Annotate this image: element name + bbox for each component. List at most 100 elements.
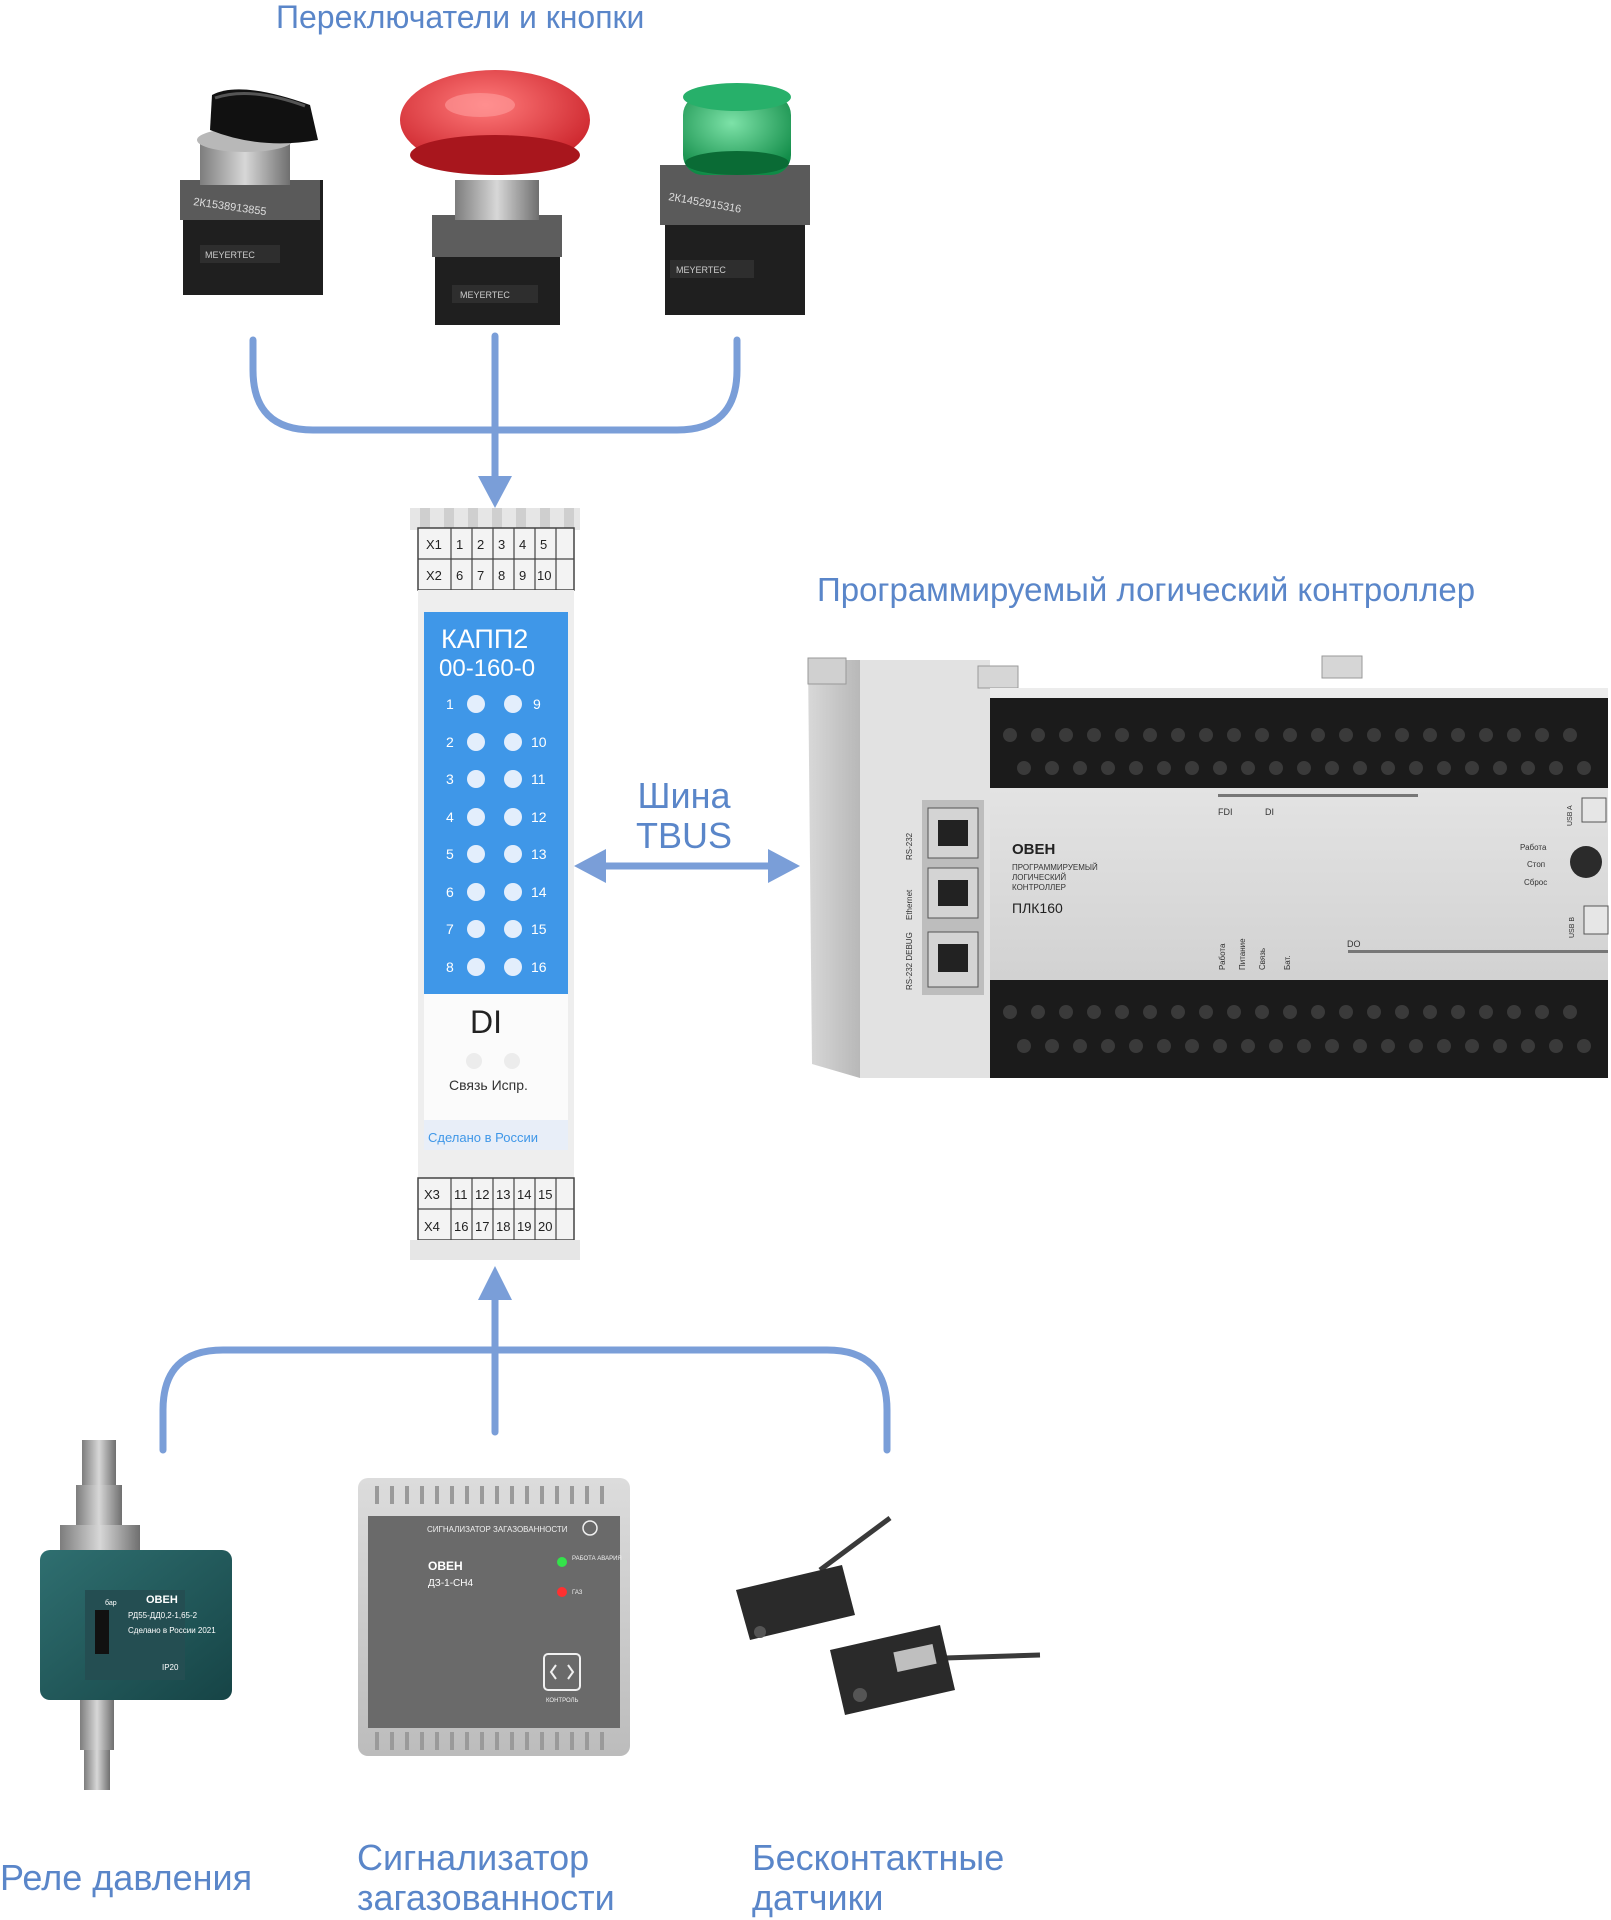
terminal-pin: 17 bbox=[475, 1219, 489, 1234]
led-label: 3 bbox=[446, 771, 454, 787]
selector-switch: 2К1538913855 MEYERTEC bbox=[180, 89, 323, 295]
plc-switch-label: Стоп bbox=[1527, 860, 1545, 869]
gas-button-label: КОНТРОЛЬ bbox=[546, 1698, 579, 1704]
terminal-row-label: X1 bbox=[426, 537, 442, 552]
plc160-controller: FDI DI DO RS-232 Ethernet RS-232 DEBUG О… bbox=[807, 655, 1609, 1078]
relay-model: РД55-ДД0,2-1,65-2 bbox=[128, 1611, 198, 1620]
led-label: 1 bbox=[446, 696, 454, 712]
terminal-pin: 6 bbox=[456, 568, 463, 583]
terminal-pin: 13 bbox=[496, 1187, 510, 1202]
green-push-button: 2К1452915316 MEYERTEC bbox=[660, 83, 810, 315]
proximity-sensors-caption: Бесконтактные датчики bbox=[752, 1838, 1004, 1917]
relay-brand: ОВЕН bbox=[146, 1594, 178, 1606]
terminal-row-label: X4 bbox=[424, 1219, 440, 1234]
led-column-left: 1 2 3 4 5 6 7 8 bbox=[446, 695, 485, 976]
proximity-sensors bbox=[736, 1515, 1041, 1715]
led-label: 5 bbox=[446, 846, 454, 862]
gas-led-label: ГАЗ bbox=[572, 1590, 583, 1596]
led-label: 10 bbox=[531, 734, 547, 750]
plc-switch-label: Сброс bbox=[1524, 878, 1547, 887]
pressure-relay-caption: Реле давления bbox=[0, 1857, 253, 1898]
led-label: 8 bbox=[446, 959, 454, 975]
plc-port-label: RS-232 DEBUG bbox=[905, 932, 914, 990]
terminal-pin: 15 bbox=[538, 1187, 552, 1202]
plc-brand: ОВЕН bbox=[1012, 841, 1055, 858]
plc-usb-a-label: USB A bbox=[1567, 805, 1574, 826]
made-in-label: Сделано в России bbox=[428, 1130, 538, 1145]
terminal-pin: 16 bbox=[454, 1219, 468, 1234]
terminal-pin: 2 bbox=[477, 537, 484, 552]
module-name: КАПП2 bbox=[441, 624, 528, 654]
plc-status-led: Связь bbox=[1258, 948, 1267, 970]
led-label: 11 bbox=[531, 771, 546, 787]
pressure-relay: ОВЕН РД55-ДД0,2-1,65-2 Сделано в России … bbox=[40, 1440, 232, 1790]
status-leds-label: Связь Испр. bbox=[449, 1077, 528, 1093]
prox-caption-line2: датчики bbox=[752, 1876, 884, 1918]
led-label: 4 bbox=[446, 809, 454, 825]
plc-usb-b-label: USB B bbox=[1569, 917, 1576, 938]
gas-detector: СИГНАЛИЗАТОР ЗАГАЗОВАННОСТИ ОВЕН ДЗ-1-СН… bbox=[358, 1478, 630, 1756]
arrow-up-to-module bbox=[478, 1266, 512, 1300]
led-label: 2 bbox=[446, 734, 454, 750]
led-label: 13 bbox=[531, 846, 547, 862]
terminal-pin: 20 bbox=[538, 1219, 552, 1234]
stop-button-brand: MEYERTEC bbox=[460, 290, 510, 300]
relay-made: Сделано в России 2021 bbox=[128, 1626, 216, 1635]
terminal-pin: 18 bbox=[496, 1219, 510, 1234]
tbus-caption-line1: Шина bbox=[637, 775, 731, 816]
module-type: DI bbox=[470, 1004, 502, 1040]
terminal-row-label: X2 bbox=[426, 568, 442, 583]
gas-caption-line2: загазованности bbox=[357, 1876, 615, 1918]
terminal-row-label: X3 bbox=[424, 1187, 440, 1202]
top-connector-lines bbox=[249, 332, 741, 484]
plc-status-led: Питание bbox=[1238, 938, 1247, 970]
led-column-right: 9 10 11 12 13 14 15 16 bbox=[504, 695, 547, 976]
led-label: 15 bbox=[531, 921, 547, 937]
bottom-connector-lines bbox=[159, 1292, 891, 1454]
led-label: 12 bbox=[531, 809, 547, 825]
gas-model: ДЗ-1-СН4 bbox=[428, 1578, 473, 1589]
led-label: 14 bbox=[531, 884, 547, 900]
gas-header: СИГНАЛИЗАТОР ЗАГАЗОВАННОСТИ bbox=[427, 1525, 568, 1534]
plc-status-led: Бат. bbox=[1283, 955, 1292, 970]
gas-detector-caption: Сигнализатор загазованности bbox=[357, 1838, 615, 1917]
gas-brand: ОВЕН bbox=[428, 1559, 463, 1573]
terminal-pin: 9 bbox=[519, 568, 526, 583]
terminal-pin: 14 bbox=[517, 1187, 531, 1202]
tbus-caption-line2: TBUS bbox=[636, 814, 733, 856]
led-label: 16 bbox=[531, 959, 547, 975]
terminal-pin: 5 bbox=[540, 537, 547, 552]
led-label: 9 bbox=[533, 696, 541, 712]
prox-caption-line1: Бесконтактные bbox=[752, 1837, 1005, 1878]
terminal-pin: 3 bbox=[498, 537, 505, 552]
plc-port-label: Ethernet bbox=[905, 889, 914, 920]
plc-port-label: RS-232 bbox=[905, 832, 914, 860]
gas-caption-line1: Сигнализатор bbox=[357, 1837, 590, 1878]
plc-title-line: КОНТРОЛЛЕР bbox=[1012, 883, 1066, 892]
terminal-pin: 19 bbox=[517, 1219, 531, 1234]
switch-brand: MEYERTEC bbox=[205, 250, 255, 260]
plc-di-label: DI bbox=[1265, 807, 1274, 817]
green-button-brand: MEYERTEC bbox=[676, 265, 726, 275]
module-model: 00-160-0 bbox=[439, 655, 535, 682]
plc-switch-label: Работа bbox=[1520, 843, 1547, 852]
gas-led-label: РАБОТА АВАРИЯ bbox=[572, 1556, 622, 1562]
terminal-pin: 11 bbox=[454, 1187, 468, 1202]
plc-title-line: ЛОГИЧЕСКИЙ bbox=[1012, 873, 1066, 882]
terminal-pin: 10 bbox=[537, 568, 551, 583]
relay-scale: бар bbox=[105, 1599, 117, 1607]
terminal-pin: 4 bbox=[519, 537, 526, 552]
terminal-pin: 1 bbox=[456, 537, 463, 552]
emergency-stop-button: MEYERTEC bbox=[400, 70, 590, 325]
tbus-caption: Шина TBUS bbox=[636, 776, 732, 855]
tbus-bidirectional-arrow bbox=[574, 849, 800, 883]
plc-status-led: Работа bbox=[1218, 943, 1227, 970]
plc-model: ПЛК160 bbox=[1012, 900, 1063, 916]
terminal-pin: 12 bbox=[475, 1187, 489, 1202]
led-label: 6 bbox=[446, 884, 454, 900]
plc-fdi-label: FDI bbox=[1218, 807, 1233, 817]
kapp2-di-module: X1 1 2 3 4 5 X2 6 7 8 9 10 КАПП2 00-160-… bbox=[410, 508, 580, 1260]
plc-do-label: DO bbox=[1347, 939, 1361, 949]
relay-ip: IP20 bbox=[162, 1663, 179, 1672]
led-label: 7 bbox=[446, 921, 454, 937]
